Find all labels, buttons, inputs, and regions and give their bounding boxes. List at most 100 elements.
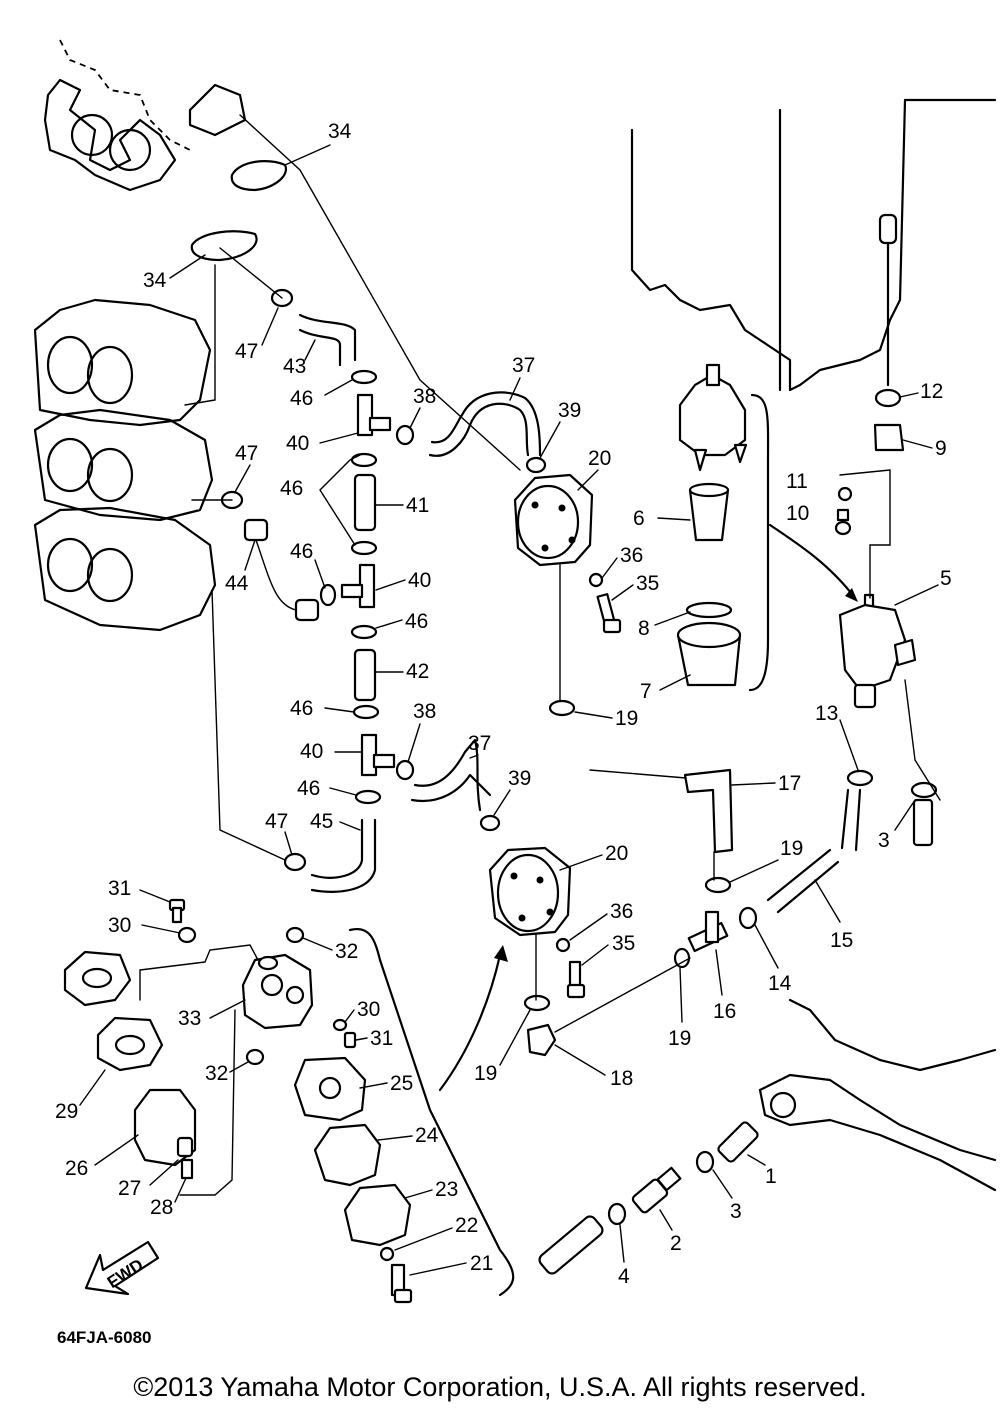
callout-11: 11 <box>786 470 808 493</box>
fuel-pump-20-lower <box>488 846 572 937</box>
callout-31-b: 31 <box>370 1027 393 1050</box>
tube-41 <box>353 473 377 532</box>
tube-42 <box>353 648 377 702</box>
callout-26: 26 <box>65 1157 88 1180</box>
callout-5: 5 <box>940 567 952 590</box>
filter-bracket <box>748 393 770 692</box>
hose-37-lower-b <box>410 773 492 803</box>
callout-27: 27 <box>118 1177 141 1200</box>
callout-46-a: 46 <box>290 387 313 410</box>
pump-arrow-line <box>438 953 502 1092</box>
callout-41: 41 <box>406 494 429 517</box>
callout-19-a: 19 <box>615 707 638 730</box>
callout-20-a: 20 <box>588 447 611 470</box>
callout-15: 15 <box>830 929 853 952</box>
bolt-10-icon <box>834 508 852 536</box>
callout-29: 29 <box>55 1100 78 1123</box>
nut-32-bottom <box>245 1048 265 1066</box>
filter-cup-7 <box>676 621 742 687</box>
callout-30-a: 30 <box>108 914 131 937</box>
callout-46-g: 46 <box>290 540 313 563</box>
callout-3-b: 3 <box>730 1200 742 1223</box>
callout-9: 9 <box>935 437 947 460</box>
tube-44 <box>243 518 269 542</box>
callout-37-a: 37 <box>512 354 535 377</box>
diaphragm-24 <box>313 1123 382 1187</box>
plug-30 <box>177 926 197 944</box>
clamps <box>220 288 938 1226</box>
gasket-34-lower <box>190 230 258 262</box>
diagram-code: 64FJA-6080 <box>57 1328 152 1347</box>
joint-2 <box>631 1166 682 1214</box>
callout-16: 16 <box>713 1000 736 1023</box>
screw-35-upper <box>596 593 622 634</box>
copyright-notice: ©2013 Yamaha Motor Corporation, U.S.A. A… <box>133 1372 867 1402</box>
callout-36-a: 36 <box>620 544 643 567</box>
washer-36-upper <box>588 572 604 588</box>
fwd-arrow-icon: FWD <box>84 1240 160 1296</box>
callout-46-c: 46 <box>405 610 428 633</box>
joint-40-bottom <box>360 733 396 777</box>
callout-7: 7 <box>640 680 652 703</box>
fuel-pump-20-upper <box>513 473 594 567</box>
callout-42: 42 <box>406 660 429 683</box>
callout-46-e: 46 <box>297 777 320 800</box>
nut-32-top <box>285 926 305 944</box>
screw-21 <box>390 1263 413 1304</box>
callout-8: 8 <box>638 617 650 640</box>
callout-1: 1 <box>765 1165 777 1188</box>
pump-group-brace <box>348 927 515 1297</box>
callout-31-a: 31 <box>108 877 131 900</box>
callout-21: 21 <box>470 1252 493 1275</box>
callout-24: 24 <box>415 1124 439 1147</box>
callout-37-b: 37 <box>468 732 491 755</box>
filter-cap <box>678 363 748 472</box>
callout-23: 23 <box>435 1178 458 1201</box>
joint-40-top <box>356 393 392 437</box>
callout-32-b: 32 <box>205 1062 228 1085</box>
filter-arrow-line <box>768 523 857 600</box>
callout-39-a: 39 <box>558 399 581 422</box>
callout-36-b: 36 <box>610 900 633 923</box>
callout-17: 17 <box>778 772 801 795</box>
callout-40-c: 40 <box>300 740 323 763</box>
callout-28: 28 <box>150 1196 173 1219</box>
callout-labels: 1 2 3 3 4 5 6 7 8 9 10 11 12 13 14 15 <box>55 120 952 1288</box>
screw-31-top <box>168 898 186 924</box>
washer-11 <box>837 486 853 502</box>
gasket-29 <box>63 950 132 1007</box>
callout-6: 6 <box>633 507 645 530</box>
callout-32-a: 32 <box>335 940 358 963</box>
tube-3 <box>912 798 934 847</box>
hose-13-3 <box>840 788 862 852</box>
joint-40-mid <box>340 563 376 609</box>
hose-43 <box>298 313 357 367</box>
washer-36-lower <box>555 937 571 953</box>
callout-30-b: 30 <box>357 998 380 1021</box>
leader-lines <box>184 114 941 1001</box>
hose-37-lower <box>413 738 482 812</box>
callout-46-b: 46 <box>280 477 303 500</box>
callout-4: 4 <box>618 1265 630 1288</box>
callout-19-c: 19 <box>474 1062 497 1085</box>
gasket-34-upper <box>188 83 288 192</box>
washer-22 <box>379 1246 395 1262</box>
callout-38-a: 38 <box>413 385 436 408</box>
callout-44: 44 <box>225 572 249 595</box>
joint-16 <box>687 910 729 953</box>
callout-45: 45 <box>310 810 333 833</box>
callout-43: 43 <box>283 355 306 378</box>
callout-47-c: 47 <box>265 810 288 833</box>
o-ring-8 <box>685 601 733 619</box>
hose-15 <box>766 848 840 914</box>
callout-35-b: 35 <box>612 932 635 955</box>
plate-29b <box>96 1016 164 1072</box>
plate-23 <box>343 1183 412 1247</box>
callout-19-b: 19 <box>780 837 803 860</box>
callout-25: 25 <box>390 1072 413 1095</box>
callout-12: 12 <box>920 380 943 403</box>
callout-34-b: 34 <box>143 269 167 292</box>
callout-38-b: 38 <box>413 700 436 723</box>
callout-47-b: 47 <box>235 442 258 465</box>
